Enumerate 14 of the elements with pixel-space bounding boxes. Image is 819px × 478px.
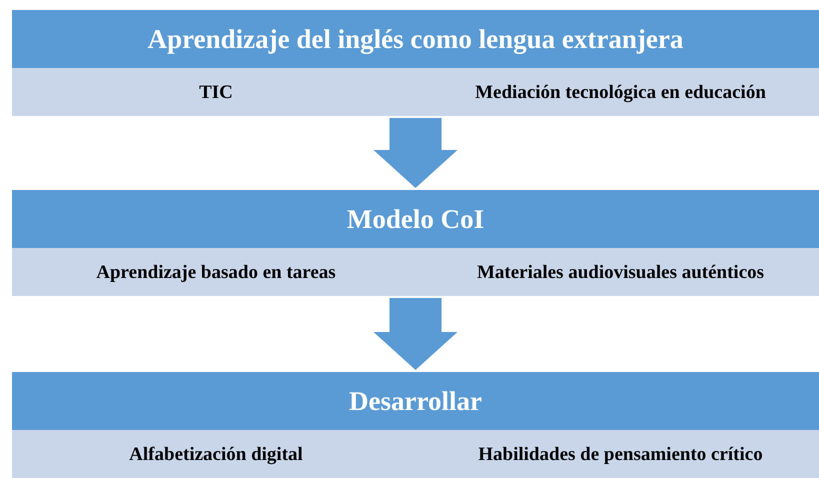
section-panel <box>12 372 819 478</box>
section-panel <box>12 190 819 296</box>
topic-label: Habilidades de pensamiento crítico <box>478 444 763 466</box>
topic-label: Alfabetización digital <box>129 444 303 466</box>
section-heading: Aprendizaje del inglés como lengua extranjera <box>12 10 819 68</box>
block-arrow <box>374 118 458 188</box>
section-panel <box>12 10 819 116</box>
section-heading: Modelo CoI <box>12 190 819 248</box>
topic-label: TIC <box>199 82 233 104</box>
topic-label: Mediación tecnológica en educación <box>475 82 766 104</box>
topic-label: Materiales audiovisuales auténticos <box>476 262 764 284</box>
section-heading: Desarrollar <box>12 372 819 430</box>
topic-label: Aprendizaje basado en tareas <box>96 262 336 284</box>
block-arrow <box>374 298 458 370</box>
